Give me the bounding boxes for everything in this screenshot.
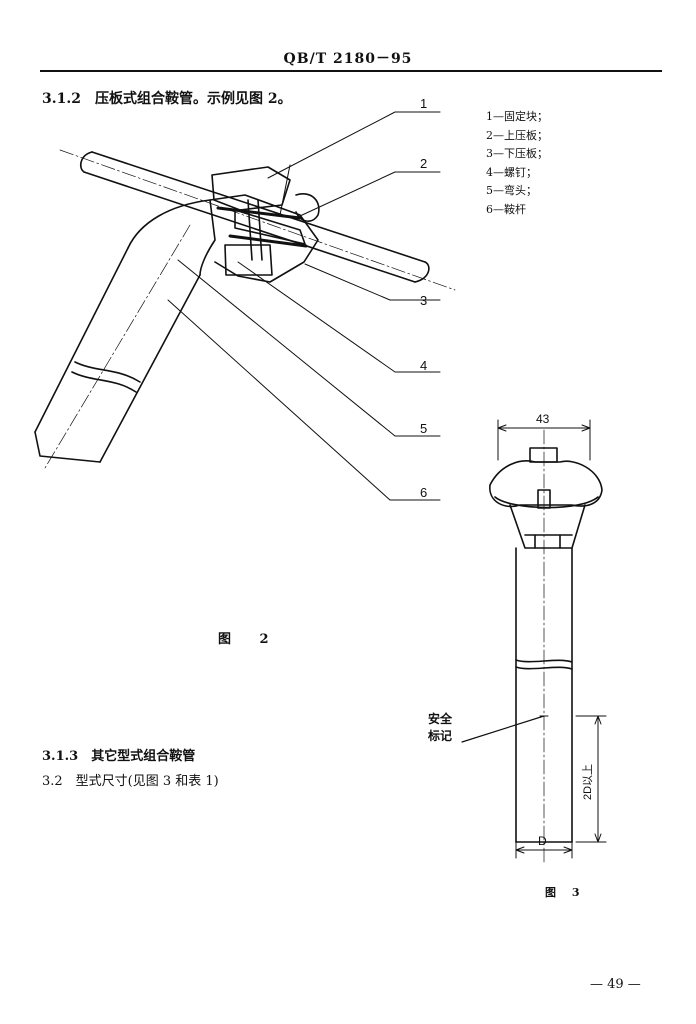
callout-3: 3 (420, 293, 427, 308)
min-insertion-label: 2D以上 (581, 764, 594, 800)
fig2-rail-rod (59, 149, 456, 291)
fig2-leader-lines (167, 111, 441, 501)
safety-mark-label-2: 标记 (427, 728, 452, 743)
dim-width-label: 43 (536, 412, 550, 426)
callout-4: 4 (420, 358, 427, 373)
figure2-legend: 1—固定块； 2—上压板； 3—下压板； 4—螺钉； 5—弯头； 6—鞍杆 (486, 108, 548, 219)
figure2-caption: 图 2 (218, 632, 281, 647)
standard-code-header: QB/T 2180－95 (283, 51, 413, 67)
dim-diameter-label: D (538, 834, 547, 848)
callout-6: 6 (420, 485, 427, 500)
fig3-seat-post-drawing (461, 419, 607, 866)
fig2-clamp-assembly (127, 164, 320, 283)
legend-item: 6—鞍杆 (486, 202, 526, 216)
callout-5: 5 (420, 421, 427, 436)
section-3-1-3-heading: 3.1.3 其它型式组合鞍管 (42, 749, 196, 764)
legend-item: 3—下压板； (486, 147, 548, 160)
page-number: — 49 — (590, 977, 641, 992)
legend-item: 1—固定块； (486, 110, 548, 123)
fig2-seat-post (34, 224, 201, 469)
section-3-2-heading: 3.2 型式尺寸(见图 3 和表 1) (42, 774, 219, 789)
safety-mark-label-1: 安全 (428, 711, 453, 726)
callout-1: 1 (420, 96, 427, 111)
figure3-caption: 图 3 (545, 886, 586, 899)
legend-item: 4—螺钉； (486, 165, 537, 179)
legend-item: 5—弯头； (486, 184, 537, 197)
section-3-1-2-heading: 3.1.2 压板式组合鞍管。示例见图 2。 (42, 91, 292, 107)
header-rule (40, 70, 662, 72)
legend-item: 2—上压板； (486, 128, 548, 142)
callout-2: 2 (420, 156, 427, 171)
